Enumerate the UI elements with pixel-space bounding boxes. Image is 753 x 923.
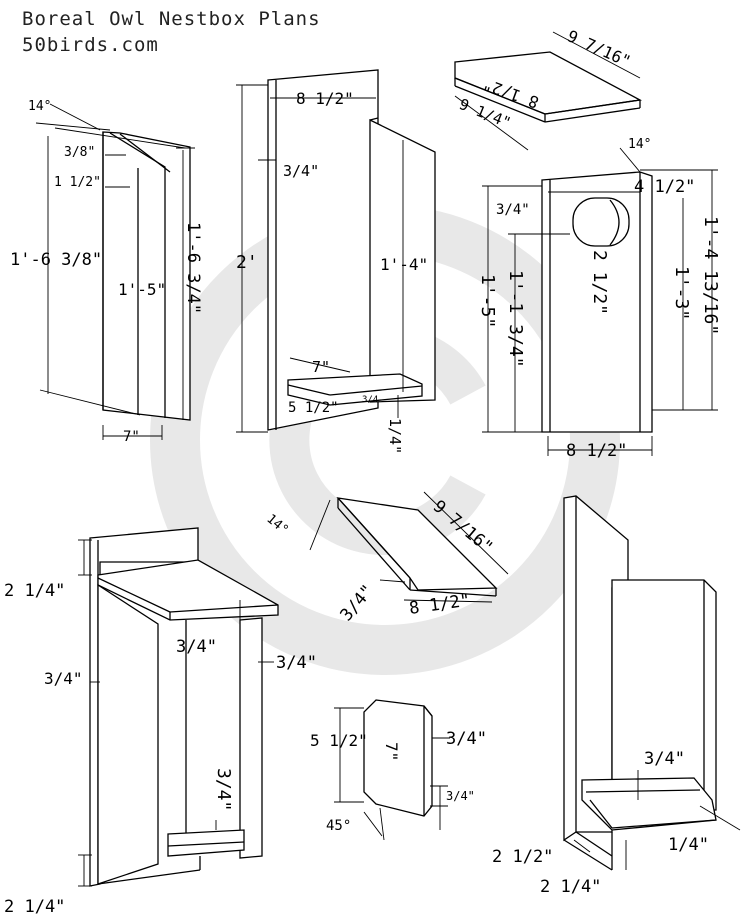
side-front-offset-label: 1 1/2" [54,175,101,190]
floor-corner-angle-label: 45° [326,818,351,834]
assembled-wall-right-label: 3/4" [276,653,317,673]
cutaway-recess-label: 1/4" [668,835,709,855]
assembled-floor-height-label: 3/4" [213,768,234,811]
front-hole-diameter-label: 2 1/2" [589,250,610,315]
assembled-bottom-overhang-label: 2 1/4" [4,897,65,917]
entrance-hole [572,197,630,247]
back-panel-view: 8 1/2" 3/4" 2' 1'-4" 7" 5 1/2" 3/4 1/4" [236,69,436,454]
cutaway-bottom-overhang-label: 2 1/4" [540,877,601,897]
assembled-roof-thickness-label: 3/4" [176,637,217,657]
roof-detail-angle-label: 14° [263,512,291,539]
front-panel-view: 14° 4 1/2" 3/4" 2 1/2" 1'-1 3/4" 1'-5" 1… [477,137,721,461]
assembled-cutaway-view: 3/4" 1/4" 2 1/2" 2 1/4" [492,495,741,897]
front-hole-offset-top-label: 3/4" [496,202,530,218]
side-roof-angle-label: 14° [28,99,51,114]
back-thickness-label: 3/4" [283,162,319,180]
side-width-label: 7" [123,429,140,445]
front-height-right-label: 1'-4 13/16" [700,216,721,335]
roof-top-view: 9 7/16" 8 1/2" 9 1/4" [454,26,643,151]
back-board [267,69,379,431]
back-inner-height-label: 1'-4" [380,255,428,274]
front-width-label: 8 1/2" [566,441,627,461]
floor-thickness-label: 3/4" [446,729,487,749]
side-thickness-label: 3/8" [64,145,95,160]
side-panel-view: 14° 3/8" 1 1/2" 1'-6 3/8" 1'-5" 1'-6 3/4… [10,99,203,445]
roof-length-label: 9 7/16" [564,26,633,71]
floor-width-label: 5 1/2" [310,731,368,750]
front-inner-height-label: 1'-3" [671,266,692,320]
front-height-left-label: 1'-5" [477,274,498,328]
side-height-front-label: 1'-5" [118,280,166,299]
front-hole-height-label: 1'-1 3/4" [505,270,526,368]
assembled-wall-left-label: 3/4" [44,669,83,688]
side-height-right-label: 1'-6 3/4" [183,222,203,314]
title-block: Boreal Owl Nestbox Plans 50birds.com [22,6,321,58]
back-floor-depth-label: 7" [312,358,330,376]
back-width-label: 8 1/2" [296,89,354,108]
cutaway-side-board [611,579,717,811]
assembled-side-view: 2 1/4" 3/4" 3/4" 3/4" 3/4" 2 1/4" [4,527,317,917]
front-bevel-label: 14° [628,137,651,152]
floor-depth-label: 7" [382,742,401,761]
side-panel-outline [102,131,191,421]
cutaway-floor-top-label: 3/4" [644,749,685,769]
site-name: 50birds.com [22,34,159,56]
back-floor-recess-label: 1/4" [386,418,404,454]
floor-corner-cut-label: 3/4" [446,789,475,803]
side-height-back-label: 1'-6 3/8" [10,250,102,270]
back-height-label: 2' [236,252,258,273]
assembled-top-overhang-label: 2 1/4" [4,581,65,601]
front-hole-offset-side-label: 4 1/2" [634,177,695,197]
back-floor-width-label: 5 1/2" [288,400,339,416]
back-floor-thickness-label: 3/4 [362,395,378,405]
floor-detail-view: 5 1/2" 7" 3/4" 3/4" 45° [310,699,487,841]
plan-title: Boreal Owl Nestbox Plans [22,8,321,30]
roof-detail-thickness-label: 3/4" [337,581,379,625]
cutaway-bottom-depth-label: 2 1/2" [492,847,553,867]
